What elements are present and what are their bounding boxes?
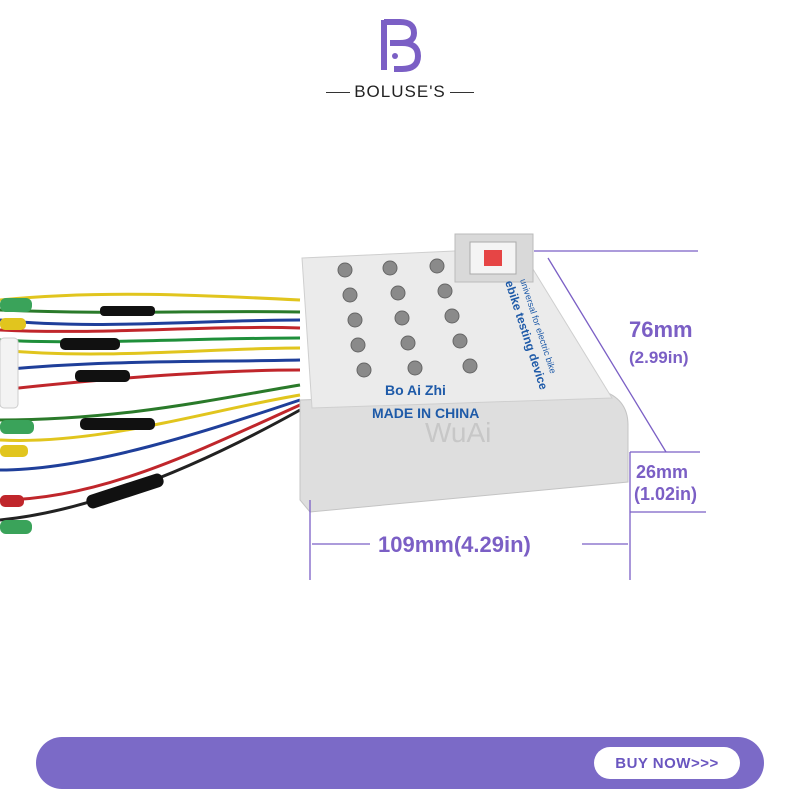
- print-made-in-text: MADE IN CHINA: [372, 405, 479, 421]
- product-photo: Bo Ai Zhi MADE IN CHINA universal for el…: [0, 233, 629, 534]
- depth-dimension-mm: 26mm: [636, 462, 689, 482]
- length-dimension: 109mm(4.29in): [378, 532, 531, 557]
- brand-header: BOLUSE'S: [0, 0, 800, 110]
- height-dimension-mm: 76mm: [629, 317, 693, 342]
- depth-dimension-in: (1.02in): [634, 484, 698, 504]
- print-brand-text: Bo Ai Zhi: [385, 382, 446, 398]
- emboss-text: WuAi: [425, 417, 491, 448]
- brand-name: BOLUSE'S: [0, 82, 800, 102]
- b-letter-logo-icon: [381, 19, 422, 72]
- height-dimension-in: (2.99in): [629, 348, 689, 367]
- buy-now-button[interactable]: BUY NOW>>>: [594, 747, 740, 779]
